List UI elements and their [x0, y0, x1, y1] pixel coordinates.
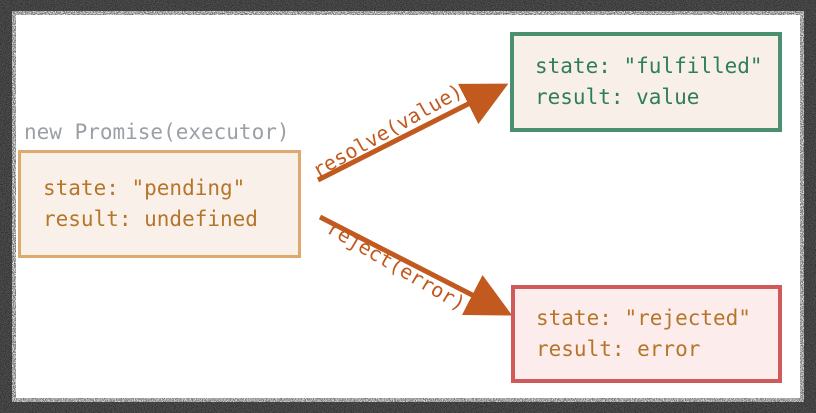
fulfilled-result-line: result: value	[535, 85, 700, 109]
state-box-pending: state: "pending" result: undefined	[18, 150, 301, 258]
rejected-state-line: state: "rejected"	[536, 306, 751, 330]
fulfilled-state-line: state: "fulfilled"	[535, 54, 763, 78]
state-box-fulfilled: state: "fulfilled" result: value	[510, 32, 782, 132]
pending-result-line: result: undefined	[43, 207, 258, 231]
pending-state-line: state: "pending"	[43, 176, 246, 200]
rejected-result-line: result: error	[536, 337, 701, 361]
state-box-rejected: state: "rejected" result: error	[511, 285, 782, 383]
promise-constructor-caption: new Promise(executor)	[24, 120, 290, 144]
